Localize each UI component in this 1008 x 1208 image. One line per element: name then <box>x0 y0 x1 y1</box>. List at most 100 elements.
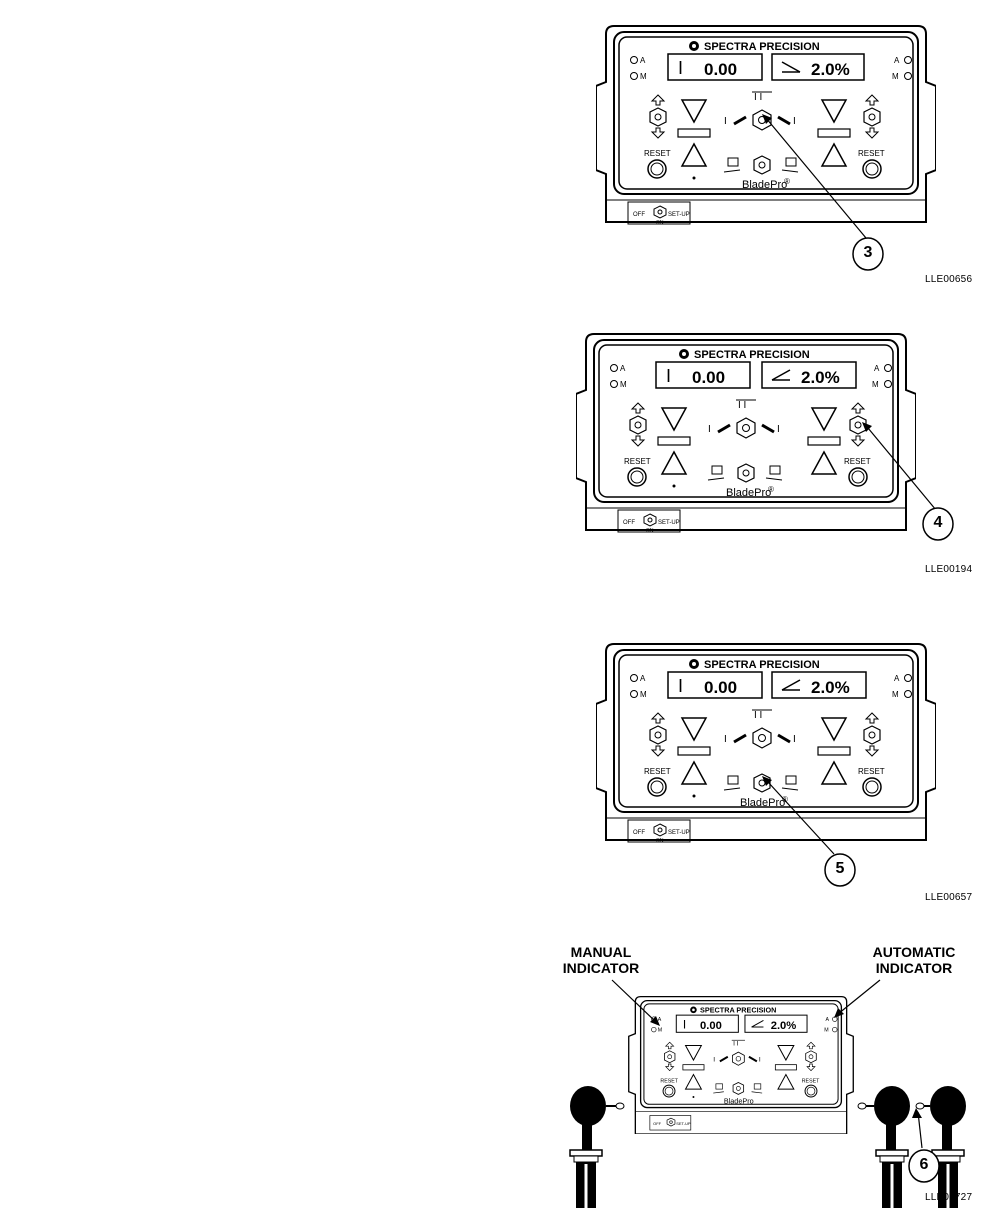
reset-label-right: RESET <box>844 457 871 466</box>
left-bar-indicator <box>682 1064 705 1071</box>
power-switch[interactable]: OFF SET-UP ON <box>623 513 680 534</box>
reset-label-left: RESET <box>644 149 671 158</box>
right-lower-button[interactable] <box>820 717 848 742</box>
reset-button-left[interactable] <box>662 1084 676 1098</box>
mode-selector[interactable]: I I I I <box>708 399 780 439</box>
auto-indicator-light-left <box>630 674 638 682</box>
blade-side-selector[interactable] <box>723 155 799 175</box>
manual-indicator-label: MANUAL INDICATOR <box>546 944 656 976</box>
left-raise-button[interactable] <box>680 760 708 785</box>
left-lower-button[interactable] <box>680 717 708 742</box>
auto-indicator-light-right <box>904 674 912 682</box>
manual-indicator-leader <box>611 979 660 1026</box>
indicator-m-label-right: M <box>892 72 899 81</box>
indicator-m-label: M <box>620 380 627 389</box>
right-raise-lower-switch[interactable] <box>805 1041 817 1072</box>
blade-side-selector[interactable] <box>713 1082 763 1095</box>
figure-1: SPECTRA PRECISION A M A M I 0.00 2.0% RE… <box>0 0 1008 300</box>
mode-selector[interactable]: I I I I <box>724 709 796 749</box>
left-raise-button[interactable] <box>660 450 688 475</box>
brand-logo-icon <box>689 41 699 51</box>
power-switch[interactable]: OFF SET-UP ON <box>633 823 690 844</box>
reset-button-right[interactable] <box>848 467 868 487</box>
reset-button-left[interactable] <box>627 467 647 487</box>
automatic-label-line1: AUTOMATIC <box>872 944 956 960</box>
svg-text:I I: I I <box>738 400 746 411</box>
mode-selector[interactable]: I I I I <box>713 1039 761 1066</box>
left-raise-lower-switch[interactable] <box>664 1041 676 1072</box>
left-lower-button[interactable] <box>684 1045 703 1062</box>
callout-3: 3 <box>863 244 873 261</box>
right-lower-button[interactable] <box>777 1045 795 1062</box>
right-raise-button[interactable] <box>820 142 848 167</box>
reset-label-left: RESET <box>644 767 671 776</box>
indicator-m-label: M <box>658 1028 662 1034</box>
left-raise-button[interactable] <box>684 1073 703 1090</box>
svg-text:I I: I I <box>733 1041 739 1048</box>
product-name: BladePro <box>742 179 787 191</box>
automatic-indicator-label: AUTOMATIC INDICATOR <box>852 944 976 976</box>
slope-readout: 2.0% <box>811 60 850 79</box>
product-name: BladePro <box>724 1097 754 1106</box>
left-display: I 0.00 <box>667 53 763 81</box>
elevation-readout: 0.00 <box>704 60 737 79</box>
blade-side-selector[interactable] <box>723 773 799 793</box>
left-raise-lower-switch[interactable] <box>629 402 647 447</box>
right-raise-button[interactable] <box>820 760 848 785</box>
manual-label-line2: INDICATOR <box>562 960 640 976</box>
manual-indicator-light-left <box>630 72 638 80</box>
manual-indicator-light-right <box>904 72 912 80</box>
reset-button-right[interactable] <box>862 159 882 179</box>
right-bar-indicator <box>807 436 841 446</box>
callout-4-leader <box>862 422 954 541</box>
svg-text:I: I <box>724 116 727 127</box>
svg-text:I: I <box>793 116 796 127</box>
elevation-readout: 0.00 <box>700 1020 722 1032</box>
right-raise-button[interactable] <box>777 1073 795 1090</box>
right-raise-lower-switch[interactable] <box>849 402 867 447</box>
power-switch[interactable]: OFF SET-UP ON <box>633 205 690 226</box>
indicator-m-label-right: M <box>892 690 899 699</box>
svg-text:I: I <box>793 734 796 745</box>
left-lower-button[interactable] <box>660 407 688 432</box>
indicator-m-label-right: M <box>824 1028 828 1034</box>
right-lower-button[interactable] <box>810 407 838 432</box>
left-bar-indicator <box>677 128 711 138</box>
brand-logo-icon <box>689 659 699 669</box>
callout-6: 6 <box>919 1156 929 1173</box>
power-switch[interactable]: OFF SET-UP <box>653 1117 691 1127</box>
left-raise-lower-switch[interactable] <box>649 712 667 757</box>
switch-setup-label: SET-UP <box>668 212 690 218</box>
left-raise-lower-switch[interactable] <box>649 94 667 139</box>
left-raise-button[interactable] <box>680 142 708 167</box>
svg-text:I: I <box>724 734 727 745</box>
brand-name: SPECTRA PRECISION <box>700 1005 776 1014</box>
indicator-a-label-right: A <box>874 364 880 373</box>
control-box-panel: SPECTRA PRECISION A M A M I 0.00 2.0% RE… <box>596 643 936 844</box>
manual-indicator-light-right <box>904 690 912 698</box>
figure-4-graphics <box>569 979 966 1208</box>
right-raise-lower-switch[interactable] <box>863 94 881 139</box>
reset-button-right[interactable] <box>862 777 882 797</box>
callout-3-leader <box>762 114 884 271</box>
automatic-label-line2: INDICATOR <box>875 960 953 976</box>
blade-side-selector[interactable] <box>707 463 783 483</box>
reset-button-left[interactable] <box>647 777 667 797</box>
right-lower-button[interactable] <box>820 99 848 124</box>
reset-button-left[interactable] <box>647 159 667 179</box>
manual-indicator-light-right <box>832 1027 838 1033</box>
left-display: I 0.00 <box>667 671 763 699</box>
mode-selector[interactable]: I I I I <box>724 91 796 131</box>
left-bar-indicator <box>657 436 691 446</box>
indicator-m-label: M <box>640 690 647 699</box>
reset-button-right[interactable] <box>804 1084 818 1098</box>
right-raise-lower-switch[interactable] <box>863 712 881 757</box>
switch-setup-label: SET-UP <box>668 830 690 836</box>
left-lower-button[interactable] <box>680 99 708 124</box>
product-name: BladePro <box>740 797 785 809</box>
right-bar-indicator <box>817 128 851 138</box>
right-raise-button[interactable] <box>810 450 838 475</box>
slope-readout: 2.0% <box>811 678 850 697</box>
svg-text:I I: I I <box>754 92 762 103</box>
control-box-panel: SPECTRA PRECISION A M A M I 0.00 2.0% RE… <box>576 333 916 534</box>
